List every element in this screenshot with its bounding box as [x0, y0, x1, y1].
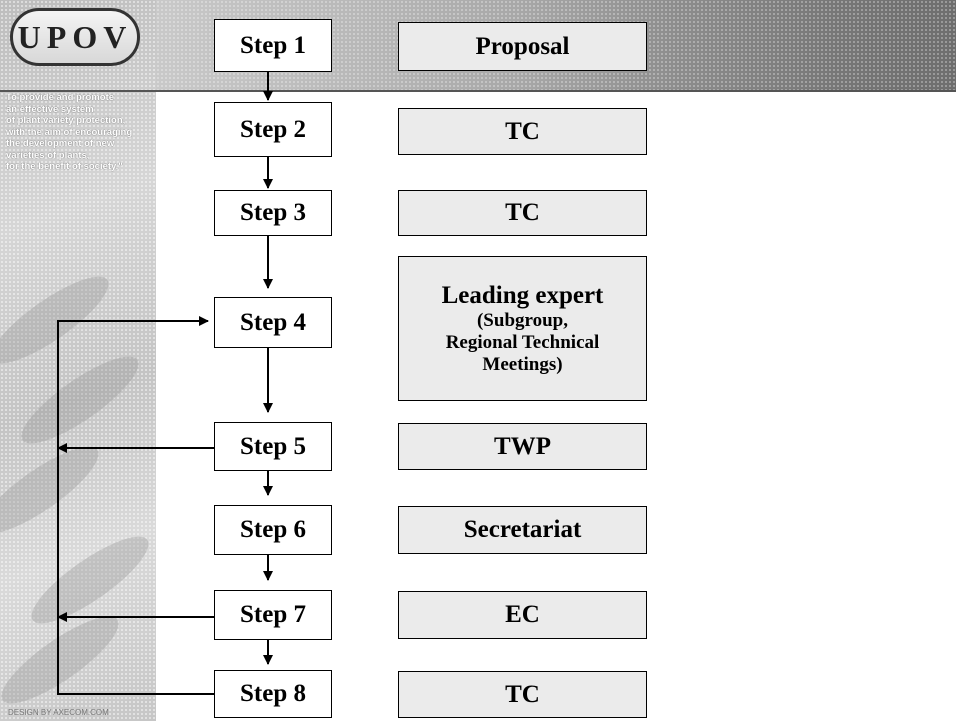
step-3-box: Step 3 [214, 190, 332, 236]
actor-label: TWP [494, 432, 551, 460]
motto-line: for the benefit of society." [6, 161, 123, 172]
actor-box-step-2: TC [398, 108, 647, 155]
step-label: Step 3 [240, 199, 306, 226]
step-label: Step 6 [240, 516, 306, 543]
actor-sublabel: (Subgroup, [476, 309, 568, 331]
actor-sublabel: Regional Technical [445, 331, 600, 353]
actor-label: Proposal [475, 32, 570, 60]
actor-label: TC [505, 680, 540, 708]
step-label: Step 8 [240, 680, 306, 707]
actor-box-step-6: Secretariat [398, 506, 647, 554]
actor-label: TC [505, 117, 540, 145]
loop-back-to-step-4 [57, 316, 214, 695]
design-credit: DESIGN BY AXECOM.COM [8, 708, 109, 717]
motto-line: an effective system [6, 103, 94, 115]
step-label: Step 1 [240, 31, 306, 59]
motto-line: varieties of plants, [6, 149, 90, 161]
motto: To provide and promote an effective syst… [6, 92, 156, 173]
step-1-box: Step 1 [214, 19, 332, 72]
actor-box-step-5: TWP [398, 423, 647, 470]
upov-logo: UPOV [10, 8, 140, 66]
motto-line: with the aim of encouraging [6, 126, 133, 138]
step-5-box: Step 5 [214, 422, 332, 471]
motto-line: of plant variety protection, [6, 115, 126, 126]
motto-line: the development of new [6, 138, 115, 149]
actor-label: Secretariat [463, 516, 582, 543]
actor-box-step-1: Proposal [398, 22, 647, 71]
step-8-box: Step 8 [214, 670, 332, 718]
step-label: Step 2 [240, 115, 306, 143]
actor-box-step-8: TC [398, 671, 647, 718]
step-7-box: Step 7 [214, 590, 332, 640]
motto-line: To provide and promote [6, 92, 115, 103]
step-6-box: Step 6 [214, 505, 332, 555]
step-label: Step 4 [240, 308, 306, 336]
left-sidebar [0, 0, 156, 721]
banner-divider [0, 90, 956, 92]
logo-text: UPOV [17, 18, 133, 55]
step-label: Step 5 [240, 432, 306, 460]
actor-box-step-3: TC [398, 190, 647, 236]
step-label: Step 7 [240, 601, 306, 628]
actor-box-step-7: EC [398, 591, 647, 639]
step-2-box: Step 2 [214, 102, 332, 157]
actor-label: TC [505, 199, 540, 226]
actor-sublabel: Meetings) [482, 353, 563, 375]
step-4-box: Step 4 [214, 297, 332, 348]
actor-label: Leading expert [441, 281, 604, 309]
actor-label: EC [505, 601, 540, 628]
actor-box-step-4: Leading expert (Subgroup, Regional Techn… [398, 256, 647, 401]
